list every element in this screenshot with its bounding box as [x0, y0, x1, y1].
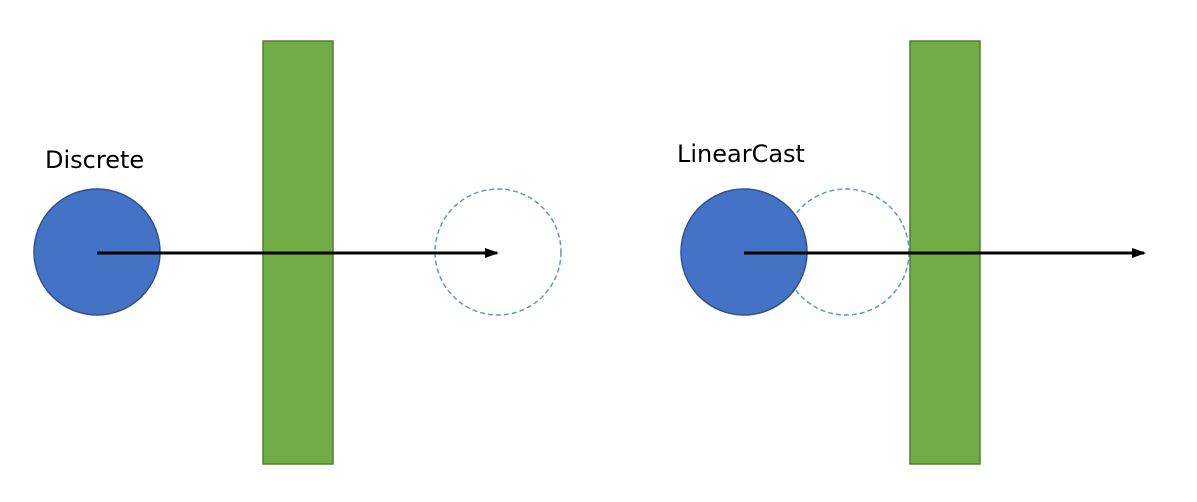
discrete-label: Discrete [45, 146, 145, 174]
discrete-diagram [33, 40, 562, 465]
linearcast-label: LinearCast [677, 140, 805, 168]
linearcast-diagram [680, 40, 1146, 465]
discrete-ghost-ball [434, 188, 562, 316]
